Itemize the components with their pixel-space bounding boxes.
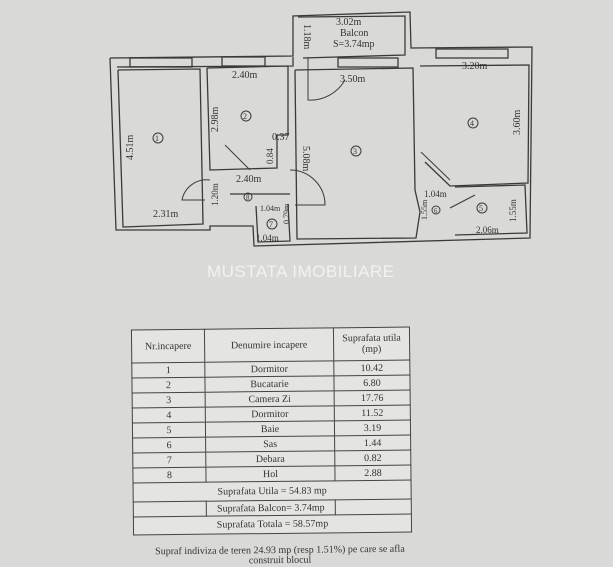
cell-area: 3.19	[334, 420, 411, 436]
cell-nr: 4	[132, 407, 206, 423]
rooms-table: Nr.incapere Denumire incapere Suprafata …	[131, 327, 412, 536]
dim-room2-notch-a: 0.37	[272, 132, 290, 143]
dim-bath-height: 1.55m	[508, 199, 518, 222]
cell-nr: 1	[131, 362, 205, 378]
balcony-depth: 1.18m	[301, 24, 312, 50]
room-number-6: 6	[434, 207, 438, 215]
room-number-1: 1	[155, 134, 159, 143]
dim-room2-height: 2.98m	[210, 107, 221, 133]
dim-pantry-side: 0.79m	[282, 203, 291, 224]
dim-bath-width: 2.06m	[476, 225, 499, 235]
cell-nr: 8	[132, 467, 207, 483]
header-area: Suprafata utila (mp)	[333, 327, 410, 361]
dim-room1-width: 2.31m	[153, 209, 179, 220]
table-header: Nr.incapere Denumire incapere Suprafata …	[131, 327, 410, 363]
room-numbers: 1 2 3 4 5 6 7 8	[152, 110, 488, 230]
doors	[181, 58, 476, 209]
balcony-area: Suprafata Balcon= 3.74mp	[206, 499, 336, 517]
room-number-4: 4	[470, 119, 474, 128]
cell-name: Debara	[205, 450, 335, 468]
cell-name: Camera Zi	[205, 390, 335, 408]
cell-nr: 7	[132, 452, 206, 468]
cell-name: Dormitor	[204, 360, 334, 378]
header-nr: Nr.incapere	[131, 329, 205, 363]
cell-area: 6.80	[333, 375, 411, 391]
room-number-8: 8	[246, 194, 250, 202]
cell-area: 11.52	[334, 405, 411, 421]
watermark: MUSTATA IMOBILIARE	[207, 262, 395, 281]
cell-area: 17.76	[334, 390, 411, 406]
cell-area: 1.44	[334, 435, 411, 451]
dim-sas-height: 1.55m	[420, 199, 429, 220]
cell-name: Baie	[205, 420, 335, 438]
cell-nr: 3	[132, 392, 206, 408]
cell-nr: 6	[132, 437, 206, 453]
balcony-area: S=3.74mp	[333, 39, 374, 50]
dim-pantry-top: 1.04m	[260, 204, 281, 213]
room-number-5: 5	[479, 204, 483, 213]
cell-name: Bucatarie	[204, 375, 335, 393]
cell-name: Dormitor	[205, 405, 335, 423]
dim-room3-height: 5.08m	[300, 146, 311, 172]
cell-area: 2.88	[334, 465, 412, 481]
empty-cell	[133, 501, 207, 517]
total-area: Suprafata Totala = 58.57mp	[133, 514, 412, 535]
cell-nr: 5	[132, 422, 206, 438]
cell-area: 10.42	[333, 360, 410, 376]
room-number-7: 7	[269, 220, 273, 229]
cell-name: Hol	[205, 465, 336, 483]
floor-plan: 3.02m Balcon S=3.74mp 1.18m 4.51m 2.31m …	[109, 11, 533, 247]
balcony-label: Balcon	[340, 28, 368, 39]
dim-room2-width: 2.40m	[232, 70, 258, 81]
room-number-2: 2	[243, 112, 247, 121]
footnote: Supraf indiviza de teren 24.93 mp (resp …	[140, 544, 420, 567]
dim-pantry-bottom: 1.04m	[256, 233, 279, 243]
dim-room1-height: 4.51m	[125, 135, 136, 161]
cell-area: 0.82	[334, 450, 411, 466]
dim-room4-width: 3.20m	[462, 61, 488, 72]
cell-name: Sas	[205, 435, 335, 453]
walls	[109, 11, 533, 247]
total-area-row: Suprafata Totala = 58.57mp	[133, 514, 412, 535]
balcony-width: 3.02m	[336, 17, 362, 28]
dim-sas-width: 1.04m	[424, 189, 447, 199]
empty-cell	[335, 499, 412, 515]
header-name: Denumire incapere	[204, 327, 334, 363]
balcony-labels: 3.02m Balcon S=3.74mp 1.18m	[301, 17, 374, 50]
dim-hall-height: 1.20m	[210, 183, 220, 206]
dim-room2-notch-b: 0.84	[265, 148, 275, 164]
dim-room4-height: 3.60m	[512, 110, 523, 136]
dim-room3-width: 3.50m	[340, 74, 366, 85]
room-number-3: 3	[353, 147, 357, 156]
dimension-labels: 4.51m 2.31m 2.40m 2.98m 0.37 0.84 3.50m …	[125, 61, 523, 243]
cell-nr: 2	[131, 377, 206, 393]
dim-hall-width: 2.40m	[236, 174, 262, 185]
